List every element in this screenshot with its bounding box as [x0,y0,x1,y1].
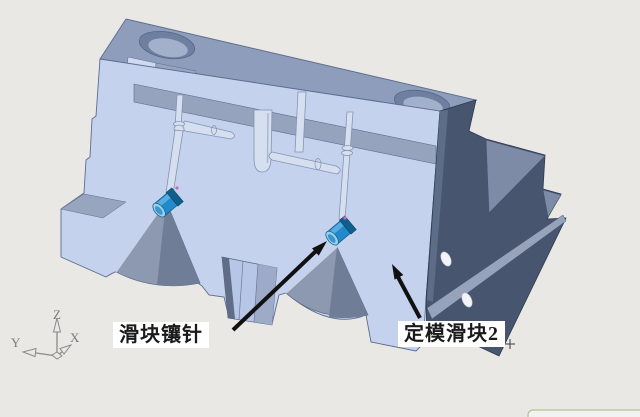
collar-ring-right-b [341,150,353,156]
tab-facet-line [238,260,244,321]
gate-cone-left[interactable] [115,200,201,287]
counterbore-hole-left[interactable] [137,27,197,62]
arrow-to-fixed-slider [396,276,422,319]
step1-top-face [485,139,546,214]
z-axis-label: Z [53,307,61,322]
arrow-to-fixed-slider-head [392,264,404,280]
y-axis-label: Y [11,335,21,350]
annotation-label-fixed-mold-slider-2: 定模滑块2 [398,321,505,347]
crosshair-cursor [505,339,515,349]
pin-marker-dot [343,216,347,220]
y-axis-arrowhead [21,347,37,358]
collar-ring-right-a [341,145,354,151]
slider-insert-pin-left[interactable] [150,129,184,220]
cold-slug-well [253,109,273,173]
axis-triad: Z Y X [11,307,80,360]
annotation-arrows [231,241,422,332]
pin-highlight [329,220,347,236]
z-axis-arrowhead [52,317,62,333]
tab-right-facet [254,264,277,325]
runner-joint-right [314,158,322,170]
step2-top-face [542,189,562,218]
dowel-hole-upper [440,251,452,267]
pin-ring [166,187,184,207]
origin-marker [51,351,63,360]
pin-end-core [327,234,336,243]
sub-runner-right [268,151,341,175]
slider-insert-pin-right[interactable] [323,215,357,248]
annotation-label-slider-insert-pin: 滑块镶针 [113,322,209,348]
pin-end-core [154,206,163,215]
tab-facet-line [253,263,259,323]
bottom-left-notch-shelf [60,193,127,219]
center-lock-tab[interactable] [221,256,278,326]
dowel-hole-lower [461,292,473,308]
cone-shaded-side [157,201,200,287]
dark-corner-chamfer [427,110,448,302]
tab-left-edge [222,257,235,319]
arrow-to-insert-pin-head [312,241,327,256]
runner-joint-left [211,125,217,135]
x-axis-arrowhead [59,344,73,355]
pin-marker-dot [175,186,179,190]
sprue-drop-rod [294,91,307,153]
pin-ring [339,215,357,235]
runner-system[interactable] [173,91,354,221]
cone-highlight-edge [285,246,338,294]
pin-highlight [156,192,174,208]
counterbore-bottom [148,38,188,58]
arrow-to-insert-pin [231,249,318,332]
fixed-mold-slider-block[interactable] [425,99,567,357]
x-axis-label: X [70,330,80,345]
gate-cone-right[interactable] [285,246,369,319]
partial-ui-fragment [527,409,640,417]
foot-chamfer-band [426,214,567,320]
cone-shaded-side [329,247,368,319]
cold-slug-shade [266,112,269,164]
